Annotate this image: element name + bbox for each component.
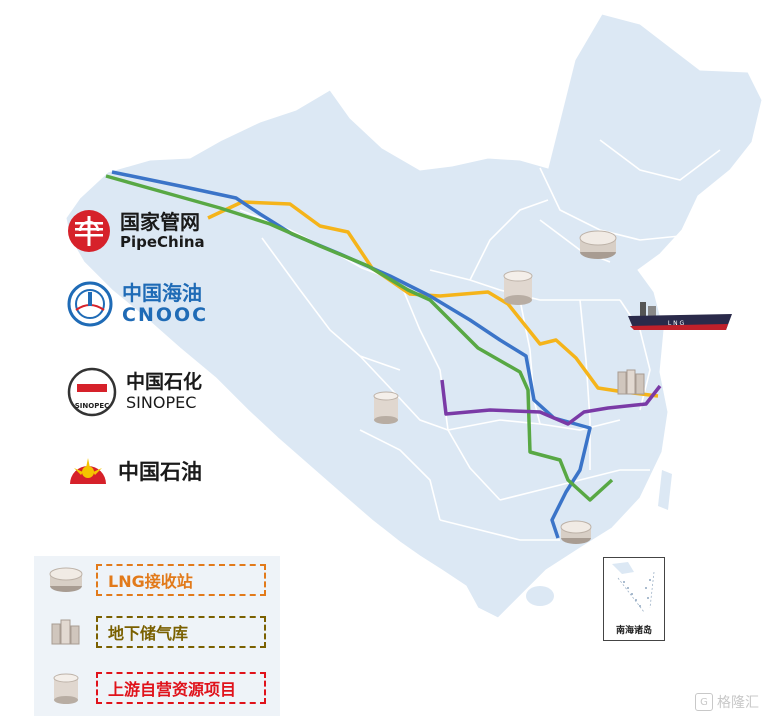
pipeline-blue <box>111 170 592 539</box>
petrochina-icon <box>70 458 106 484</box>
pipeline-purple <box>440 379 662 426</box>
inset-islands <box>612 562 655 613</box>
south-china-sea-inset: 南海诸岛 <box>603 557 665 641</box>
upstream-project-icon <box>53 673 79 704</box>
pipeline-yellow <box>207 200 659 398</box>
pipeline-green <box>105 174 614 502</box>
company-pipechina: 国家管网 PipeChina <box>66 208 205 254</box>
legend-label: 上游自营资源项目 <box>108 680 237 699</box>
legend-row-lng: LNG接收站 <box>46 564 266 596</box>
company-name-cn: 中国海油 <box>122 281 202 305</box>
company-name-cn: 中国石化 <box>126 371 203 393</box>
lng-terminal-marker <box>560 520 592 544</box>
inset-label: 南海诸岛 <box>615 626 652 636</box>
svg-text:SINOPEC: SINOPEC <box>75 402 110 410</box>
pipechina-icon <box>68 210 110 252</box>
watermark-text: 格隆汇 <box>717 695 759 711</box>
company-name-en: PipeChina <box>120 233 205 251</box>
company-name-en: CNOOC <box>122 304 209 326</box>
lng-terminal-icon <box>49 567 83 592</box>
underground-storage-icon <box>51 619 80 645</box>
lng-carrier-icon: L N G <box>628 302 732 330</box>
company-cnooc: 中国海油 CNOOC <box>66 280 208 328</box>
legend-label-box: LNG接收站 <box>96 564 266 596</box>
cnooc-icon <box>67 281 113 327</box>
hainan-island <box>526 586 554 606</box>
sinopec-icon: SINOPEC <box>67 367 117 417</box>
upstream-project-marker <box>373 391 399 424</box>
legend-label: 地下储气库 <box>108 624 189 643</box>
company-petrochina: 中国石油 <box>66 452 202 492</box>
legend-label-box: 地下储气库 <box>96 616 266 648</box>
upstream-project-marker <box>503 270 533 305</box>
legend-row-upstream: 上游自营资源项目 <box>46 670 266 706</box>
lng-terminal-marker <box>579 230 617 259</box>
underground-storage-marker <box>617 369 645 395</box>
taiwan-island <box>658 470 672 510</box>
watermark: G 格隆汇 <box>695 692 759 712</box>
map-legend: LNG接收站 地下储气库 上游自营资源项目 <box>34 556 280 716</box>
company-name-cn: 中国石油 <box>118 459 202 484</box>
company-name-en: SINOPEC <box>126 393 197 412</box>
lng-ship-label: L N G <box>668 320 685 327</box>
legend-label: LNG接收站 <box>108 572 193 591</box>
company-sinopec: SINOPEC 中国石化 SINOPEC <box>66 366 202 418</box>
legend-row-storage: 地下储气库 <box>46 616 266 648</box>
company-name-cn: 国家管网 <box>120 210 200 234</box>
gelonghui-logo-icon: G <box>695 693 713 711</box>
legend-label-box: 上游自营资源项目 <box>96 672 266 704</box>
